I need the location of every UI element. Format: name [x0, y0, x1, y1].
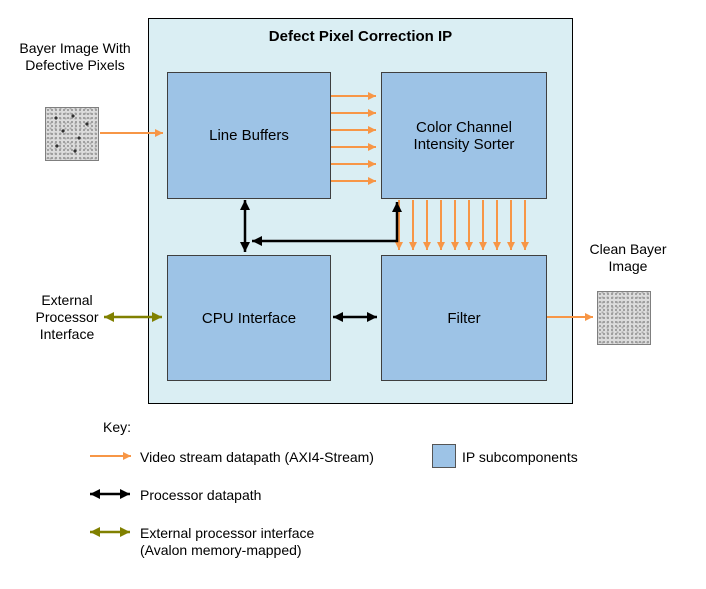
key-processor-datapath-label: Processor datapath: [140, 487, 262, 503]
key-video-stream-label: Video stream datapath (AXI4-Stream): [140, 449, 374, 465]
block-sorter-label: Color Channel Intensity Sorter: [413, 118, 515, 153]
external-interface-arrow-icon: [90, 527, 130, 537]
key-external-interface-line2: (Avalon memory-mapped): [140, 542, 302, 558]
key-ip-subcomponents-label: IP subcomponents: [462, 449, 578, 465]
defective-bayer-image: [45, 107, 99, 161]
key-external-interface-label: External processor interface (Avalon mem…: [140, 525, 314, 559]
key-title: Key:: [103, 419, 132, 435]
clean-bayer-image: [597, 291, 651, 345]
block-filter-label: Filter: [447, 309, 481, 327]
clean-output-label: Clean Bayer Image: [589, 241, 667, 274]
key-external-interface-line1: External processor interface: [140, 525, 315, 541]
block-cpu-label: CPU Interface: [201, 309, 297, 327]
block-line-buffers: Line Buffers: [167, 72, 331, 199]
ip-subcomponents-swatch: [432, 444, 456, 468]
block-filter: Filter: [381, 255, 547, 381]
bayer-input-label: Bayer Image With Defective Pixels: [19, 40, 131, 73]
diagram-title: Defect Pixel Correction IP: [268, 28, 453, 45]
block-cpu-interface: CPU Interface: [167, 255, 331, 381]
block-color-channel-intensity-sorter: Color Channel Intensity Sorter: [381, 72, 547, 199]
processor-datapath-arrow-icon: [90, 489, 130, 499]
video-stream-arrow-icon: [90, 452, 131, 460]
block-line-buffers-label: Line Buffers: [209, 127, 289, 144]
external-processor-label: External Processor Interface: [35, 292, 99, 342]
